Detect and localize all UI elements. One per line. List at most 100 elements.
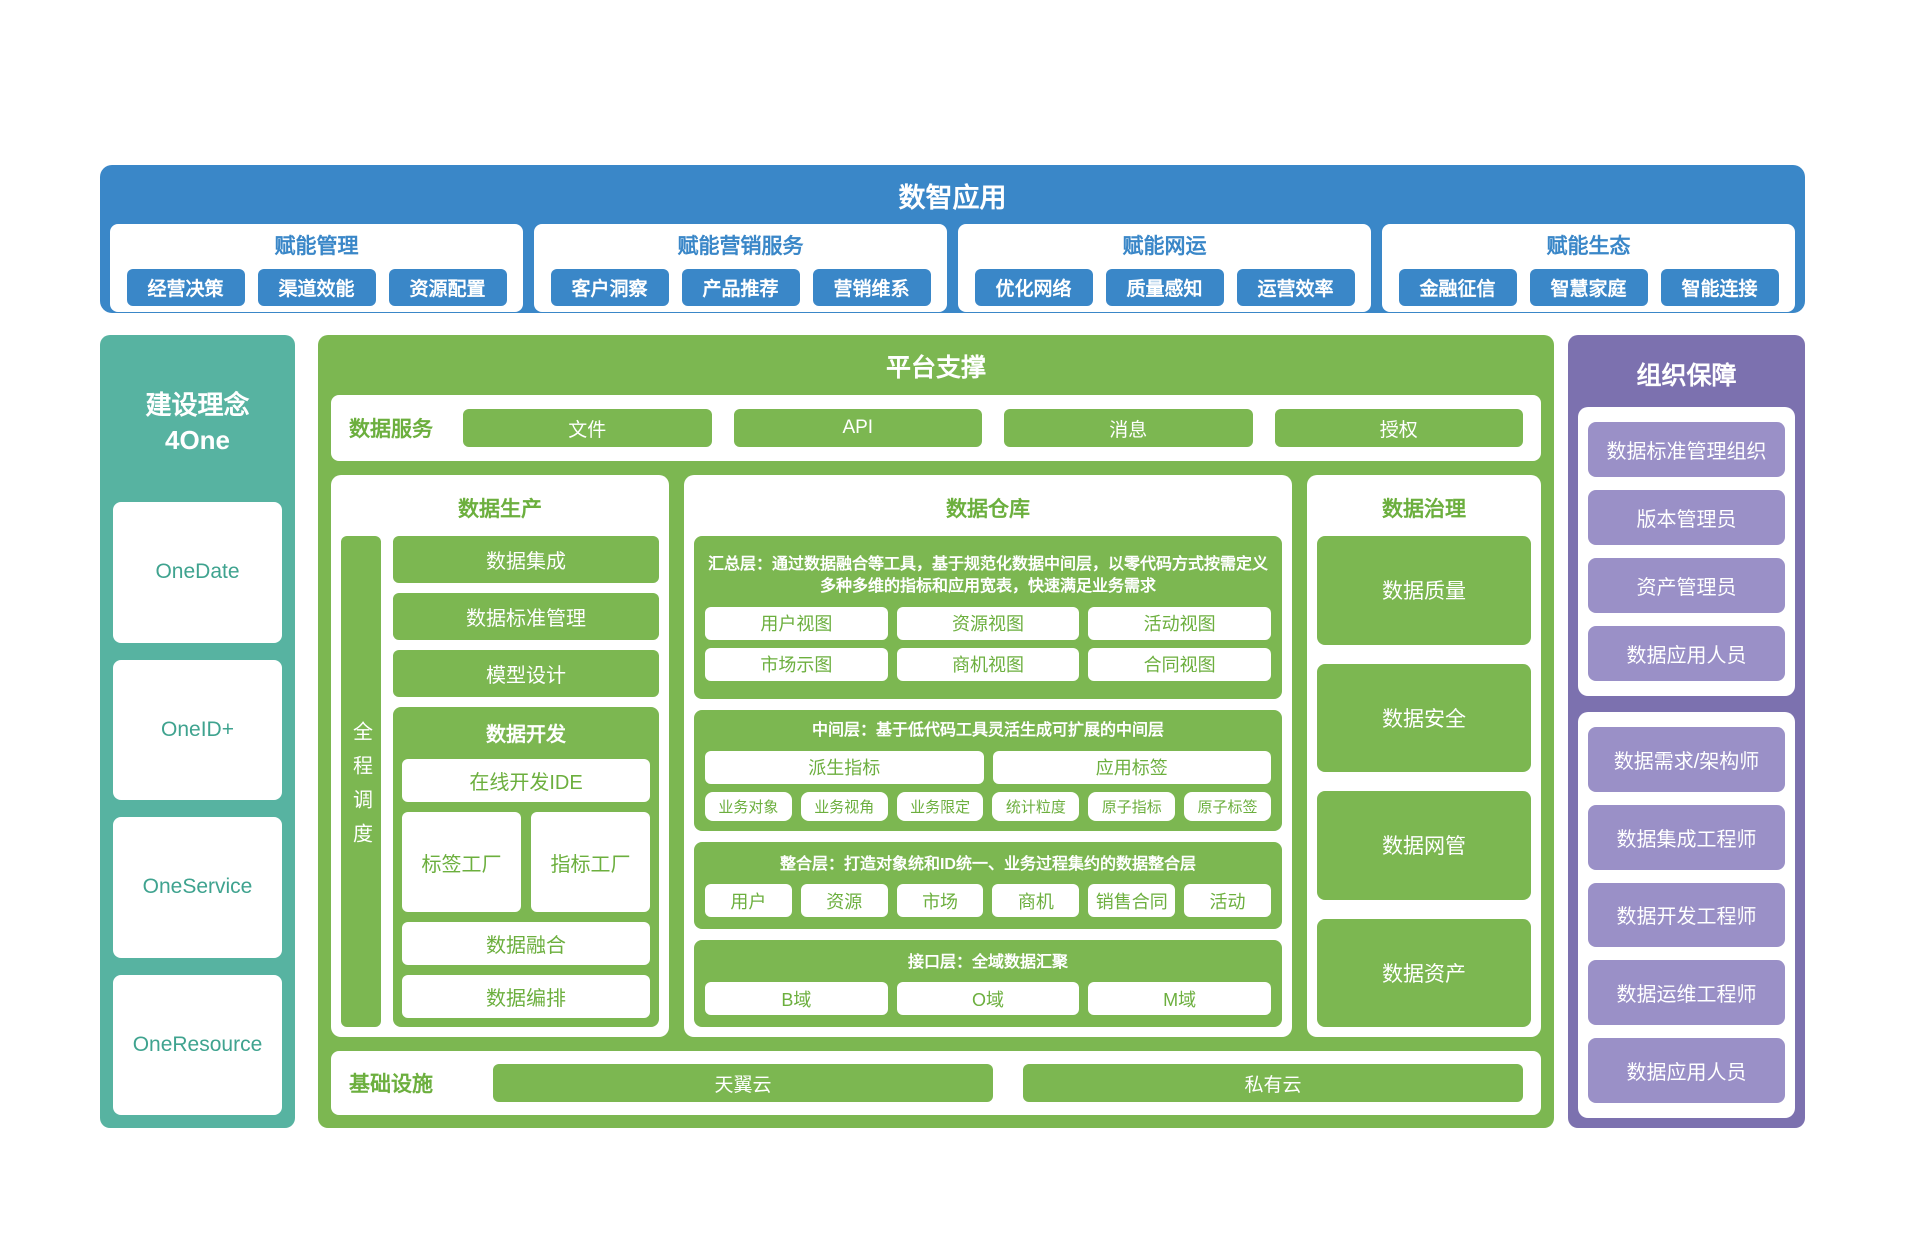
warehouse-chip: 市场 bbox=[896, 884, 984, 918]
org-group-management: 数据标准管理组织 版本管理员 资产管理员 数据应用人员 bbox=[1578, 407, 1795, 696]
app-chip: 渠道效能 bbox=[257, 269, 376, 306]
warehouse-chip: 资源视图 bbox=[896, 606, 1080, 640]
production-items: 数据集成 数据标准管理 模型设计 数据开发 在线开发IDE 标签工厂 指标工厂 bbox=[393, 536, 659, 1027]
production-column: 数据生产 全程调度 数据集成 数据标准管理 模型设计 数据开发 在线开发IDE bbox=[331, 475, 669, 1037]
layer-desc: 汇总层：通过数据融合等工具，基于规范化数据中间层，以零代码方式按需定义多种多维的… bbox=[707, 555, 1268, 596]
app-group-title: 赋能生态 bbox=[1546, 235, 1631, 258]
concept-card: OneResource bbox=[113, 974, 282, 1115]
org-role: 数据应用人员 bbox=[1588, 1038, 1785, 1103]
platform-mid-row: 数据生产 全程调度 数据集成 数据标准管理 模型设计 数据开发 在线开发IDE bbox=[331, 475, 1541, 1037]
org-role: 版本管理员 bbox=[1588, 490, 1785, 545]
warehouse-chip: 业务对象 bbox=[705, 791, 792, 821]
warehouse-chip: 用户视图 bbox=[705, 606, 888, 640]
app-group-marketing: 赋能营销服务 客户洞察 产品推荐 营销维系 bbox=[534, 224, 947, 312]
governance-box: 数据安全 bbox=[1317, 663, 1531, 772]
apps-groups: 赋能管理 经营决策 渠道效能 资源配置 赋能营销服务 客户洞察 产品推荐 营销维… bbox=[110, 224, 1795, 312]
governance-box: 数据网管 bbox=[1317, 791, 1531, 900]
dev-box: 数据编排 bbox=[402, 975, 650, 1018]
warehouse-chip: 统计粒度 bbox=[992, 791, 1080, 821]
chip-row: 用户 资源 市场 商机 销售合同 活动 bbox=[705, 884, 1271, 918]
app-chip: 金融征信 bbox=[1398, 269, 1517, 306]
governance-box: 数据资产 bbox=[1317, 918, 1531, 1027]
apps-panel: 数智应用 赋能管理 经营决策 渠道效能 资源配置 赋能营销服务 客户洞察 产品推… bbox=[100, 165, 1805, 313]
warehouse-column: 数据仓库 汇总层：通过数据融合等工具，基于规范化数据中间层，以零代码方式按需定义… bbox=[684, 475, 1292, 1037]
warehouse-chip: 商机视图 bbox=[896, 647, 1080, 681]
concept-title-line1: 建设理念 bbox=[145, 390, 250, 420]
production-body: 全程调度 数据集成 数据标准管理 模型设计 数据开发 在线开发IDE 标签工厂 bbox=[341, 536, 659, 1027]
governance-column: 数据治理 数据质量 数据安全 数据网管 数据资产 bbox=[1307, 475, 1541, 1037]
warehouse-chip: 用户 bbox=[705, 884, 792, 918]
chips-row: 经营决策 渠道效能 资源配置 bbox=[120, 269, 513, 306]
diagram-body: 数智应用 赋能管理 经营决策 渠道效能 资源配置 赋能营销服务 客户洞察 产品推… bbox=[100, 165, 1805, 1128]
platform-title: 平台支撑 bbox=[885, 354, 986, 382]
warehouse-chip: M域 bbox=[1088, 982, 1272, 1016]
data-dev-title: 数据开发 bbox=[486, 724, 566, 746]
chip-row: 派生指标 应用标签 bbox=[705, 750, 1271, 784]
warehouse-chip: 业务视角 bbox=[800, 791, 888, 821]
summary-layer: 汇总层：通过数据融合等工具，基于规范化数据中间层，以零代码方式按需定义多种多维的… bbox=[694, 536, 1282, 699]
concept-card: OneID+ bbox=[113, 659, 282, 801]
concept-card: OneDate bbox=[113, 502, 282, 643]
chip-row: 市场示图 商机视图 合同视图 bbox=[705, 647, 1272, 681]
app-chip: 客户洞察 bbox=[550, 269, 669, 306]
data-service-label: 数据服务 bbox=[349, 418, 433, 441]
warehouse-chip: 合同视图 bbox=[1088, 647, 1272, 681]
warehouse-chip: 销售合同 bbox=[1088, 884, 1176, 918]
concept-cards: OneDate OneID+ OneService OneResource bbox=[113, 502, 282, 1115]
infrastructure-label: 基础设施 bbox=[349, 1073, 433, 1096]
main-band: 建设理念 4One OneDate OneID+ OneService OneR… bbox=[100, 335, 1805, 1128]
layer-desc: 中间层：基于低代码工具灵活生成可扩展的中间层 bbox=[811, 722, 1164, 740]
production-box: 数据标准管理 bbox=[393, 593, 659, 640]
app-chip: 产品推荐 bbox=[681, 269, 800, 306]
infrastructure-strip: 基础设施 天翼云 私有云 bbox=[331, 1051, 1541, 1115]
factories-row: 标签工厂 指标工厂 bbox=[402, 812, 650, 912]
org-role: 数据运维工程师 bbox=[1588, 960, 1785, 1026]
dev-box: 在线开发IDE bbox=[402, 759, 650, 802]
service-chip: API bbox=[733, 409, 982, 447]
service-chip: 文件 bbox=[463, 409, 712, 447]
org-group-engineering: 数据需求/架构师 数据集成工程师 数据开发工程师 数据运维工程师 数据应用人员 bbox=[1578, 712, 1795, 1118]
infra-chip: 私有云 bbox=[1023, 1064, 1523, 1102]
production-box: 模型设计 bbox=[393, 650, 659, 697]
governance-items: 数据质量 数据安全 数据网管 数据资产 bbox=[1317, 536, 1531, 1027]
warehouse-chip: 应用标签 bbox=[992, 750, 1271, 784]
concept-panel: 建设理念 4One OneDate OneID+ OneService OneR… bbox=[100, 335, 295, 1128]
warehouse-chip: 原子指标 bbox=[1088, 791, 1176, 821]
production-box: 数据集成 bbox=[393, 536, 659, 583]
app-chip: 营销维系 bbox=[812, 269, 931, 306]
app-group-ecosystem: 赋能生态 金融征信 智慧家庭 智能连接 bbox=[1382, 224, 1795, 312]
app-chip: 智慧家庭 bbox=[1529, 269, 1648, 306]
org-role: 数据标准管理组织 bbox=[1588, 422, 1785, 477]
app-group-title: 赋能营销服务 bbox=[677, 235, 804, 258]
warehouse-chip: 商机 bbox=[992, 884, 1080, 918]
warehouse-chip: 派生指标 bbox=[705, 750, 984, 784]
warehouse-layers: 汇总层：通过数据融合等工具，基于规范化数据中间层，以零代码方式按需定义多种多维的… bbox=[694, 536, 1282, 1027]
platform-panel: 平台支撑 数据服务 文件 API 消息 授权 数据生产 全程调度 bbox=[318, 335, 1554, 1128]
chip-row: B域 O域 M域 bbox=[705, 982, 1272, 1016]
organization-title: 组织保障 bbox=[1636, 362, 1737, 390]
app-chip: 运营效率 bbox=[1236, 269, 1355, 306]
chips-row: 优化网络 质量感知 运营效率 bbox=[968, 269, 1361, 306]
concept-title-line2: 4One bbox=[164, 425, 231, 456]
app-chip: 优化网络 bbox=[974, 269, 1093, 306]
governance-title: 数据治理 bbox=[1382, 498, 1466, 521]
dev-box: 指标工厂 bbox=[531, 812, 650, 912]
chip-row: 业务对象 业务视角 业务限定 统计粒度 原子指标 原子标签 bbox=[705, 791, 1271, 821]
service-chip: 授权 bbox=[1274, 409, 1523, 447]
app-group-title: 赋能网运 bbox=[1122, 235, 1207, 258]
warehouse-chip: 活动视图 bbox=[1088, 606, 1272, 640]
concept-card: OneService bbox=[113, 817, 282, 958]
warehouse-chip: 原子标签 bbox=[1184, 791, 1271, 821]
apps-title: 数智应用 bbox=[898, 183, 1007, 213]
chips-row: 客户洞察 产品推荐 营销维系 bbox=[544, 269, 937, 306]
warehouse-chip: 活动 bbox=[1184, 884, 1271, 918]
app-chip: 质量感知 bbox=[1105, 269, 1224, 306]
app-group-network: 赋能网运 优化网络 质量感知 运营效率 bbox=[958, 224, 1371, 312]
org-role: 数据集成工程师 bbox=[1588, 804, 1785, 870]
warehouse-chip: B域 bbox=[705, 982, 888, 1016]
infra-chip: 天翼云 bbox=[493, 1064, 993, 1102]
warehouse-chip: 资源 bbox=[800, 884, 888, 918]
warehouse-chip: 业务限定 bbox=[896, 791, 984, 821]
dev-box: 数据融合 bbox=[402, 922, 650, 965]
warehouse-chip: 市场示图 bbox=[705, 647, 888, 681]
